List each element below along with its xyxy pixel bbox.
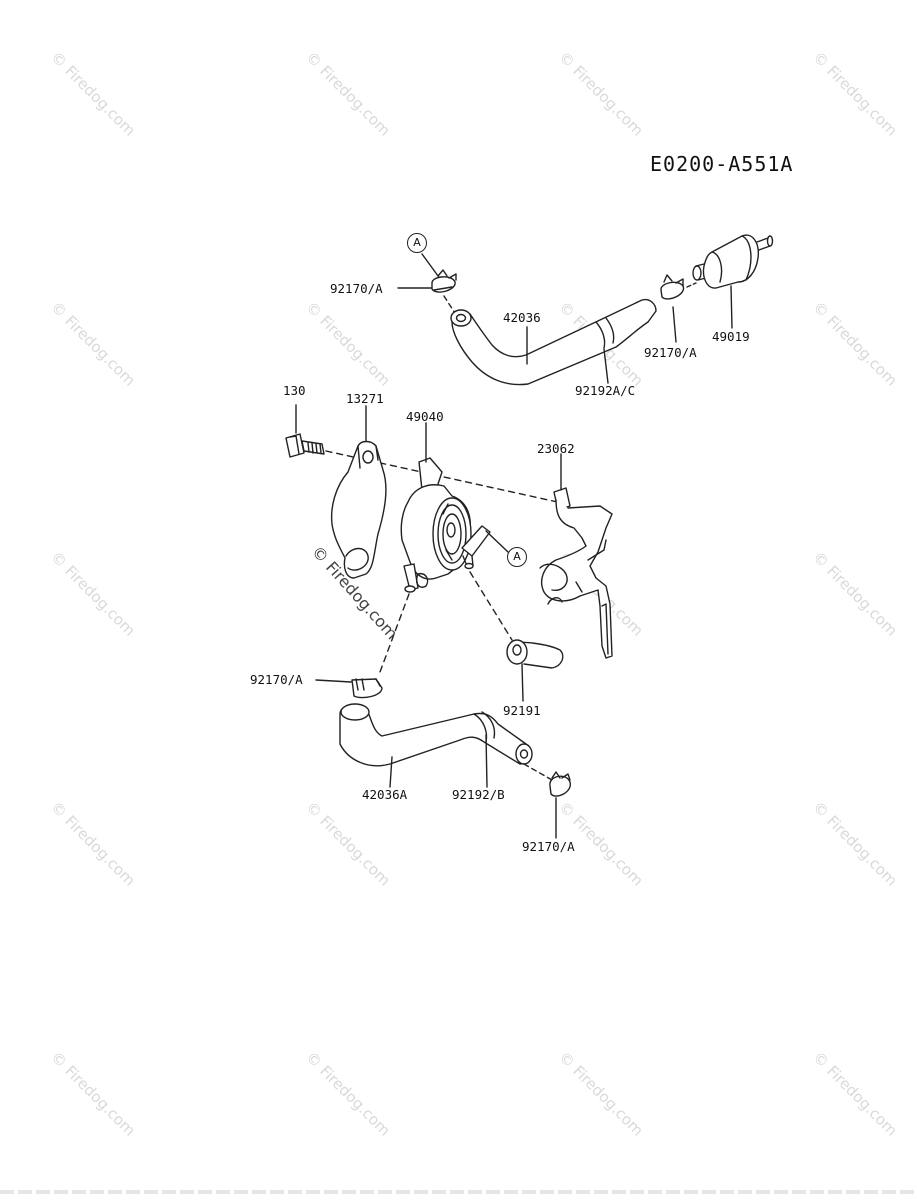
fuel-hose-42036: [450, 298, 657, 386]
part-label-92170a: 92170/A: [522, 839, 575, 854]
axis-line: [325, 450, 563, 504]
part-label-92170a: 92170/A: [250, 672, 303, 687]
mounting-bracket-13271: [330, 440, 387, 579]
part-label-49040: 49040: [406, 409, 444, 424]
part-label-130: 130: [283, 383, 306, 398]
part-label-92192a-c: 92192A/C: [575, 383, 636, 398]
hose-clamp-icon: [660, 274, 685, 300]
hose-clamp-icon: [431, 269, 457, 293]
leader-line: [521, 663, 524, 702]
leader-line: [485, 734, 488, 788]
fuel-filter-icon: [692, 234, 774, 289]
page-edge-strip: [0, 1190, 917, 1194]
part-label-92192-b: 92192/B: [452, 787, 505, 802]
part-label-92170a: 92170/A: [644, 345, 697, 360]
hose-clamp-icon: [549, 771, 571, 797]
leader-line: [315, 679, 352, 683]
axis-line: [469, 571, 513, 641]
mounting-plate-23062: [539, 487, 613, 659]
part-label-23062: 23062: [537, 441, 575, 456]
bolt-icon: [285, 433, 325, 458]
part-label-13271: 13271: [346, 391, 384, 406]
part-label-92170a: 92170/A: [330, 281, 383, 296]
part-label-92191: 92191: [503, 703, 541, 718]
leader-line: [485, 530, 509, 553]
fuel-hose-42036A: [339, 703, 533, 767]
leader-line: [389, 756, 393, 788]
fuel-pump-icon: [400, 457, 491, 593]
part-label-49019: 49019: [712, 329, 750, 344]
leader-line: [603, 348, 609, 384]
leader-line: [672, 306, 677, 343]
axis-line: [523, 763, 553, 781]
callout-a: A: [407, 233, 427, 253]
callout-a: A: [507, 547, 527, 567]
part-label-42036: 42036: [503, 310, 541, 325]
fuel-hose-92191: [506, 639, 564, 669]
hose-clamp-icon: [351, 678, 383, 699]
part-label-42036a: 42036A: [362, 787, 408, 802]
diagram-code: E0200-A551A: [650, 152, 794, 176]
axis-line: [379, 593, 410, 673]
leader-line: [730, 285, 733, 329]
